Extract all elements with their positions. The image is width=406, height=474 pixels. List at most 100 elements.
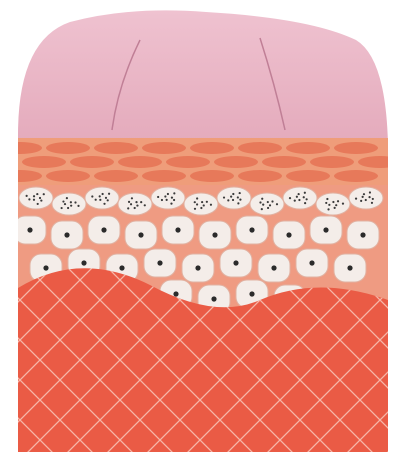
- granular-cell: [349, 187, 383, 209]
- granule-dot: [67, 207, 69, 209]
- band-cell: [46, 142, 90, 154]
- granule-dot: [66, 197, 68, 199]
- granule-dot: [210, 204, 212, 206]
- granule-dot: [144, 204, 146, 206]
- cell-nucleus: [81, 260, 86, 265]
- granule-dot: [196, 197, 198, 199]
- granule-dot: [167, 193, 169, 195]
- granule-dot: [304, 202, 306, 204]
- band-cell: [286, 142, 330, 154]
- band-cell: [166, 156, 210, 168]
- granule-dot: [232, 199, 234, 201]
- granule-dot: [127, 207, 129, 209]
- left-edge: [0, 0, 18, 474]
- cell-nucleus: [347, 265, 352, 270]
- cell-nucleus: [195, 265, 200, 270]
- granule-dot: [271, 200, 273, 202]
- cell-nucleus: [138, 232, 143, 237]
- granule-dot: [136, 204, 138, 206]
- band-cell: [238, 170, 282, 182]
- granule-dot: [201, 201, 203, 203]
- granular-cell: [19, 187, 53, 209]
- granule-dot: [103, 203, 105, 205]
- granule-dot: [43, 193, 45, 195]
- cell-nucleus: [360, 232, 365, 237]
- granule-dot: [223, 196, 225, 198]
- granule-dot: [337, 200, 339, 202]
- granule-dot: [262, 204, 264, 206]
- granule-dot: [327, 208, 329, 210]
- granule-dot: [239, 199, 241, 201]
- cell-nucleus: [43, 265, 48, 270]
- band-cell: [142, 170, 186, 182]
- granule-dot: [237, 202, 239, 204]
- granule-dot: [62, 200, 64, 202]
- granule-dot: [372, 198, 374, 200]
- band-cell: [118, 156, 162, 168]
- granule-dot: [37, 203, 39, 205]
- granule-dot: [105, 197, 107, 199]
- granule-dot: [360, 200, 362, 202]
- granule-dot: [26, 195, 28, 197]
- granule-dot: [371, 202, 373, 204]
- cell-nucleus: [249, 227, 254, 232]
- granule-dot: [170, 203, 172, 205]
- granule-dot: [173, 199, 175, 201]
- granule-dot: [325, 202, 327, 204]
- granule-dot: [232, 193, 234, 195]
- granule-dot: [368, 196, 370, 198]
- granule-dot: [227, 199, 229, 201]
- band-cell: [94, 170, 138, 182]
- granule-dot: [200, 207, 202, 209]
- granule-dot: [164, 195, 166, 197]
- granule-dot: [171, 197, 173, 199]
- cell-nucleus: [271, 265, 276, 270]
- granule-dot: [77, 205, 79, 207]
- granular-cell: [250, 193, 284, 215]
- granule-dot: [95, 199, 97, 201]
- bottom-edge: [0, 452, 406, 474]
- granule-dot: [108, 193, 110, 195]
- granule-dot: [131, 197, 133, 199]
- granule-dot: [298, 199, 300, 201]
- granule-dot: [91, 195, 93, 197]
- granule-dot: [33, 199, 35, 201]
- granule-dot: [259, 201, 261, 203]
- granule-dot: [161, 199, 163, 201]
- cell-nucleus: [233, 260, 238, 265]
- granule-dot: [326, 198, 328, 200]
- granule-dot: [74, 201, 76, 203]
- granule-dot: [70, 205, 72, 207]
- band-cell: [22, 156, 66, 168]
- band-cell: [310, 156, 354, 168]
- granule-dot: [157, 196, 159, 198]
- granule-dot: [269, 204, 271, 206]
- cell-nucleus: [101, 227, 106, 232]
- cell-nucleus: [157, 260, 162, 265]
- cell-nucleus: [119, 265, 124, 270]
- granule-dot: [33, 195, 35, 197]
- granule-dot: [134, 207, 136, 209]
- granule-dot: [99, 199, 101, 201]
- granular-cell: [118, 193, 152, 215]
- granule-dot: [39, 197, 41, 199]
- granule-dot: [294, 200, 296, 202]
- granule-dot: [363, 193, 365, 195]
- cell-nucleus: [64, 232, 69, 237]
- cell-nucleus: [323, 227, 328, 232]
- granular-cell: [85, 187, 119, 209]
- cell-nucleus: [175, 227, 180, 232]
- cell-nucleus: [173, 291, 178, 296]
- granule-dot: [304, 192, 306, 194]
- cell-nucleus: [212, 232, 217, 237]
- granule-dot: [276, 203, 278, 205]
- granule-dot: [296, 196, 298, 198]
- granule-dot: [28, 198, 30, 200]
- band-cell: [286, 170, 330, 182]
- granule-dot: [332, 201, 334, 203]
- right-edge: [388, 0, 406, 474]
- band-cell: [190, 170, 234, 182]
- granule-dot: [365, 199, 367, 201]
